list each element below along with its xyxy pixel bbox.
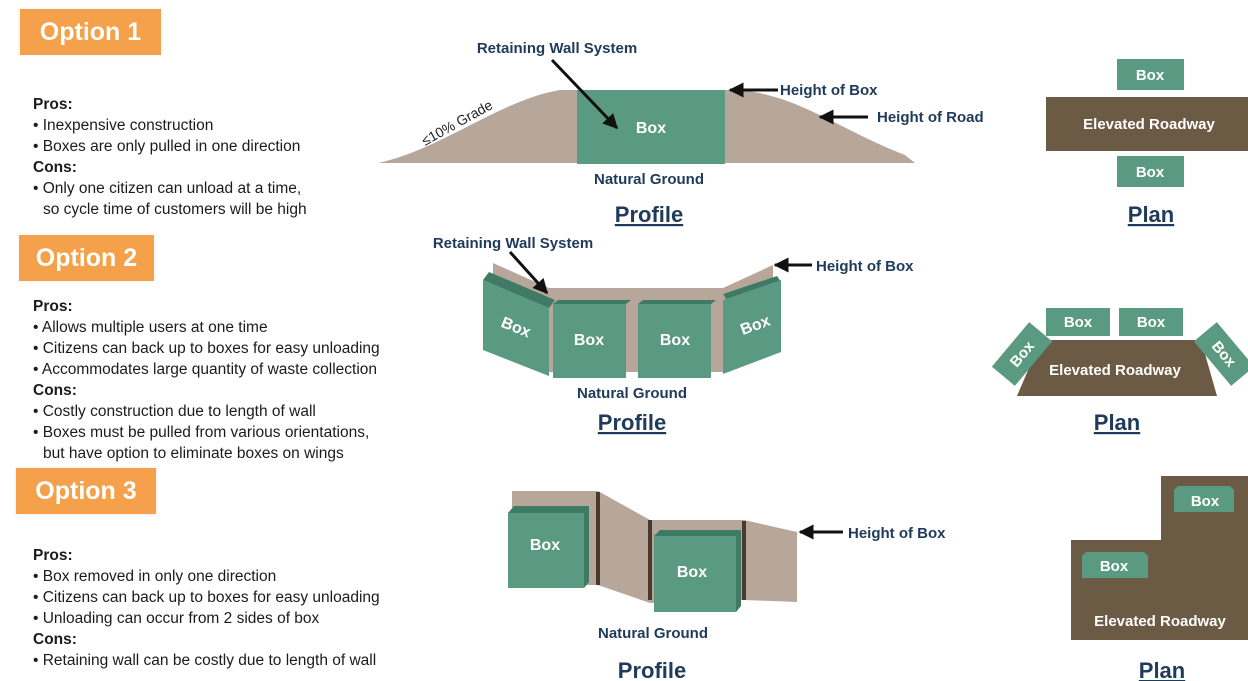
option-1-badge: Option 1	[20, 9, 161, 55]
box-side	[736, 530, 741, 612]
profile-title: Profile	[615, 202, 683, 227]
plan-box-label: Box	[1136, 164, 1165, 181]
natural-ground-label: Natural Ground	[577, 385, 687, 402]
plan-box	[1082, 552, 1148, 578]
option-1-profile: Retaining Wall System ≤10% Grade Box Hei…	[378, 40, 984, 227]
height-of-box-label: Height of Box	[848, 525, 946, 542]
option-2-con-item: • Boxes must be pulled from various orie…	[33, 424, 370, 441]
natural-ground-label: Natural Ground	[598, 625, 708, 642]
height-of-road-label: Height of Road	[877, 109, 984, 126]
box-label: Box	[530, 537, 560, 554]
option-1-pros-heading: Pros:	[33, 96, 73, 113]
option-1-cons-heading: Cons:	[33, 159, 77, 176]
arrow	[508, 250, 549, 295]
plan-box	[1117, 156, 1184, 187]
plan-title: Plan	[1139, 658, 1185, 681]
natural-ground-label: Natural Ground	[594, 171, 704, 188]
box-face	[483, 280, 549, 376]
plan-box	[1174, 486, 1234, 512]
option-2-pro-item: • Allows multiple users at one time	[33, 319, 268, 336]
box-face	[654, 536, 736, 612]
box-face	[553, 304, 626, 378]
plan-box	[1046, 308, 1110, 336]
option-2-con-item: • Costly construction due to length of w…	[33, 403, 316, 420]
box-side	[508, 506, 589, 513]
box-side	[584, 506, 589, 588]
option-3-pro-item: • Box removed in only one direction	[33, 568, 277, 585]
box-side	[483, 272, 555, 308]
elevated-roadway	[1017, 340, 1217, 396]
roadway-label: Elevated Roadway	[1083, 116, 1215, 133]
plan-box-label: Box	[1136, 67, 1165, 84]
box-face	[723, 280, 781, 374]
option-2-pro-item: • Accommodates large quantity of waste c…	[33, 361, 378, 378]
plan-box-label: Box	[1137, 314, 1166, 331]
retaining-wall-label: Retaining Wall System	[477, 40, 637, 57]
option-2-pros-heading: Pros:	[33, 298, 73, 315]
plan-box-label: Box	[1064, 314, 1093, 331]
plan-box	[1119, 308, 1183, 336]
option-3-con-item: • Retaining wall can be costly due to le…	[33, 652, 377, 669]
box-side	[638, 300, 716, 304]
elevated-roadway	[1046, 97, 1248, 151]
box-label: Box	[636, 120, 666, 137]
box-side	[654, 530, 741, 536]
profile-title: Profile	[618, 658, 686, 681]
plan-box-label: Box	[1191, 493, 1220, 510]
option-3-plan: Box Box Elevated Roadway Plan	[1071, 476, 1248, 681]
plan-title: Plan	[1128, 202, 1174, 227]
option-2-con-item-continuation: but have option to eliminate boxes on wi…	[43, 445, 344, 462]
plan-title: Plan	[1094, 410, 1140, 435]
arrow	[550, 58, 619, 130]
plan-box	[1193, 322, 1248, 386]
option-2-cons-heading: Cons:	[33, 382, 77, 399]
option-2-plan: Box Box Box Box Elevated Roadway Plan	[991, 308, 1248, 435]
box-side	[723, 276, 781, 300]
option-1-plan: Box Elevated Roadway Box Plan	[1046, 59, 1248, 227]
option-1-pro-item: • Inexpensive construction	[33, 117, 214, 134]
option-3-pro-item: • Unloading can occur from 2 sides of bo…	[33, 610, 320, 627]
option-2-description: Pros: • Allows multiple users at one tim…	[33, 296, 380, 464]
plan-box	[991, 322, 1053, 386]
box-side	[553, 300, 631, 304]
roadway-label: Elevated Roadway	[1094, 613, 1226, 630]
option-3-pro-item: • Citizens can back up to boxes for easy…	[33, 589, 380, 606]
option-1-pro-item: • Boxes are only pulled in one direction	[33, 138, 301, 155]
option-1-description: Pros: • Inexpensive construction • Boxes…	[33, 94, 307, 220]
box-face	[638, 304, 711, 378]
option-3-cons-heading: Cons:	[33, 631, 77, 648]
box-label: Box	[574, 332, 604, 349]
option-2-pro-item: • Citizens can back up to boxes for easy…	[33, 340, 380, 357]
option-1-con-item: • Only one citizen can unload at a time,	[33, 180, 302, 197]
box-label: Box	[660, 332, 690, 349]
box-face	[577, 90, 725, 164]
option-3-profile: Box Box Height of Box Natural Ground Pro…	[508, 491, 946, 681]
option-3-description: Pros: • Box removed in only one directio…	[33, 545, 380, 671]
plan-box	[1117, 59, 1184, 90]
roadway-label: Elevated Roadway	[1049, 362, 1181, 379]
option-2-profile: Retaining Wall System Height of Box Box …	[433, 235, 914, 435]
option-1-con-item-continuation: so cycle time of customers will be high	[43, 201, 307, 218]
plan-box-label: Box	[1100, 558, 1129, 575]
height-of-box-label: Height of Box	[816, 258, 914, 275]
box-face	[508, 513, 584, 588]
box-label: Box	[677, 564, 707, 581]
profile-title: Profile	[598, 410, 666, 435]
option-2-badge: Option 2	[19, 235, 154, 281]
option-3-badge: Option 3	[16, 468, 156, 514]
option-3-pros-heading: Pros:	[33, 547, 73, 564]
height-of-box-label: Height of Box	[780, 82, 878, 99]
retaining-wall-label: Retaining Wall System	[433, 235, 593, 252]
elevated-roadway	[1071, 476, 1248, 640]
